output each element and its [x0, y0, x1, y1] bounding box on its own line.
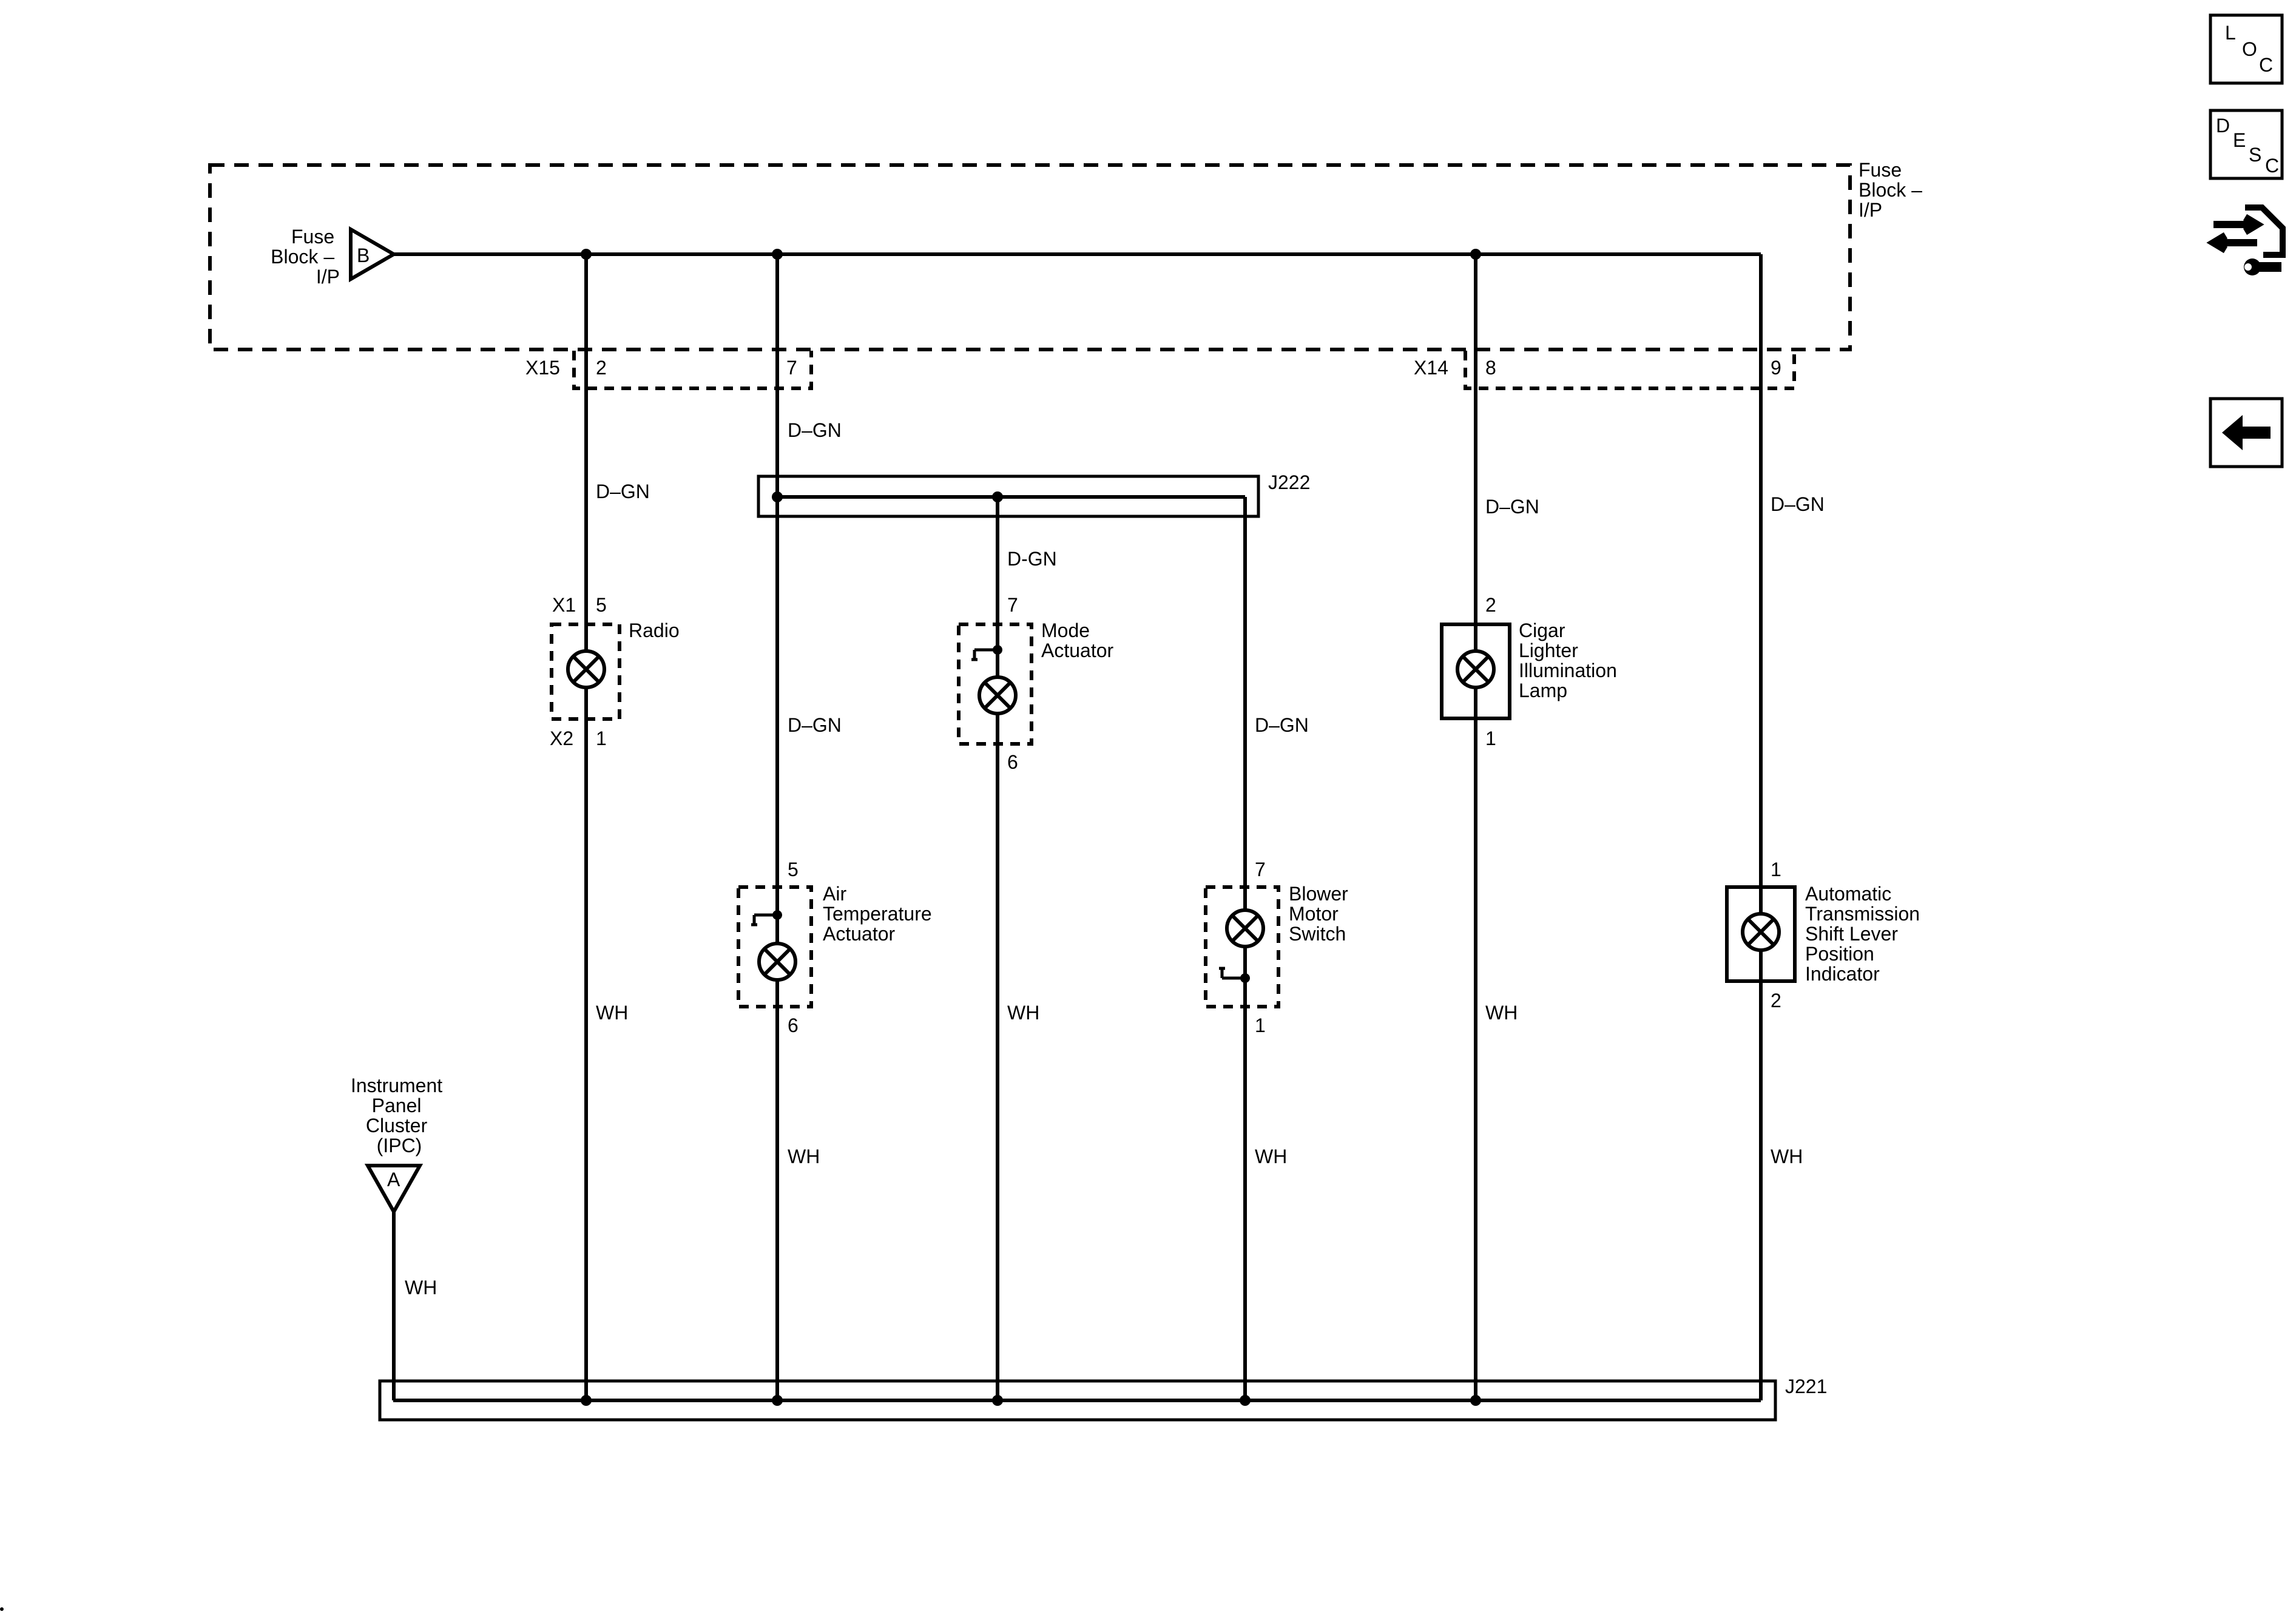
cigar-bottom-pin: 1 — [1485, 727, 1496, 749]
connector-x15-label: X15 — [525, 357, 560, 379]
lamp-x — [572, 655, 601, 684]
air-temp-bottom-pin: 6 — [788, 1014, 799, 1036]
trans-label: Automatic Transmission Shift Lever Posit… — [1805, 883, 1925, 985]
air-temp-label: Air Temperature Actuator — [823, 883, 937, 945]
arrow-left-icon — [2222, 415, 2271, 450]
wire-color-dgn: D-GN — [1007, 548, 1057, 570]
svg-text:S: S — [2249, 144, 2261, 166]
splice-j222-label: J222 — [1268, 471, 1310, 493]
connector-wrench-icon[interactable] — [2206, 204, 2286, 275]
desc-button[interactable]: D E S C — [2209, 109, 2284, 180]
svg-text:L: L — [2225, 22, 2236, 44]
blower-bottom-pin: 1 — [1255, 1014, 1266, 1036]
mode-label: Mode Actuator — [1041, 619, 1114, 661]
ipc-label: Instrument Panel Cluster (IPC) — [351, 1075, 448, 1156]
mode-bottom-pin: 6 — [1007, 751, 1018, 773]
wire-color-wh: WH — [1485, 1002, 1518, 1024]
fuse-pin-7: 7 — [786, 357, 797, 379]
radio-top-pin: 5 — [596, 594, 607, 616]
wire-color-wh: WH — [1771, 1146, 1803, 1167]
cigar-label: Cigar Lighter Illumination Lamp — [1519, 619, 1622, 701]
radio-bottom-connector: X2 — [550, 727, 573, 749]
lamp-x — [983, 681, 1012, 710]
svg-text:O: O — [2242, 38, 2257, 60]
svg-text:E: E — [2233, 129, 2246, 151]
connector-x14-label: X14 — [1414, 357, 1448, 379]
fuse-pin-8: 8 — [1485, 357, 1496, 379]
blower-outline — [1204, 885, 1280, 1008]
mode-outline — [957, 623, 1033, 746]
air-temp-outline — [737, 885, 813, 1008]
fuse-block-outline — [208, 163, 1852, 351]
svg-text:C: C — [2265, 155, 2279, 177]
radio-bottom-pin: 1 — [596, 727, 607, 749]
loc-button[interactable]: L O C — [2209, 13, 2284, 85]
splice-j221-label: J221 — [1785, 1376, 1827, 1397]
splice-j221 — [378, 1379, 1777, 1422]
wire-color-wh: WH — [596, 1002, 628, 1024]
blower-top-pin: 7 — [1255, 859, 1266, 880]
mode-top-pin: 7 — [1007, 594, 1018, 616]
wire-color-wh: WH — [1007, 1002, 1039, 1024]
trans-top-pin: 1 — [1771, 859, 1781, 880]
air-temp-top-pin: 5 — [788, 859, 799, 880]
wire-color-dgn: D–GN — [1485, 496, 1539, 518]
back-button[interactable] — [2209, 397, 2284, 468]
fuse-pin-2: 2 — [596, 357, 607, 379]
lamp-x — [1461, 655, 1490, 684]
radio-label: Radio — [629, 619, 680, 641]
fuse-pin-9: 9 — [1771, 357, 1781, 379]
lamp-x — [1231, 914, 1260, 943]
wire-color-dgn: D–GN — [788, 419, 842, 441]
trans-bottom-pin: 2 — [1771, 990, 1781, 1011]
svg-text:C: C — [2259, 54, 2273, 76]
ipc-pin: A — [387, 1169, 400, 1190]
blower-label: Blower Motor Switch — [1289, 883, 1354, 945]
lamp-x — [1746, 917, 1775, 947]
wire-color-dgn: D–GN — [1771, 493, 1825, 515]
wire-color-dgn: D–GN — [788, 714, 842, 736]
svg-text:D: D — [2216, 115, 2230, 137]
wire-color-dgn: D–GN — [1255, 714, 1309, 736]
fuse-block-label: Fuse Block – I/P — [1859, 159, 1928, 221]
wire-color-wh: WH — [1255, 1146, 1287, 1167]
wire-color-wh: WH — [788, 1146, 820, 1167]
power-source-triangle — [349, 226, 397, 283]
ipc-triangle — [364, 1164, 424, 1216]
lamp-x — [763, 947, 792, 976]
page-mark — [0, 1607, 4, 1611]
power-source-pin: B — [357, 245, 370, 266]
x15-connector-outline — [572, 351, 813, 390]
cigar-top-pin: 2 — [1485, 594, 1496, 616]
wire-color-wh: WH — [405, 1277, 437, 1298]
radio-top-connector: X1 — [552, 594, 576, 616]
splice-j222 — [757, 474, 1260, 518]
x14-connector-outline — [1464, 351, 1796, 390]
power-source-label: Fuse Block – I/P — [271, 226, 340, 288]
wire-color-dgn: D–GN — [596, 481, 650, 502]
